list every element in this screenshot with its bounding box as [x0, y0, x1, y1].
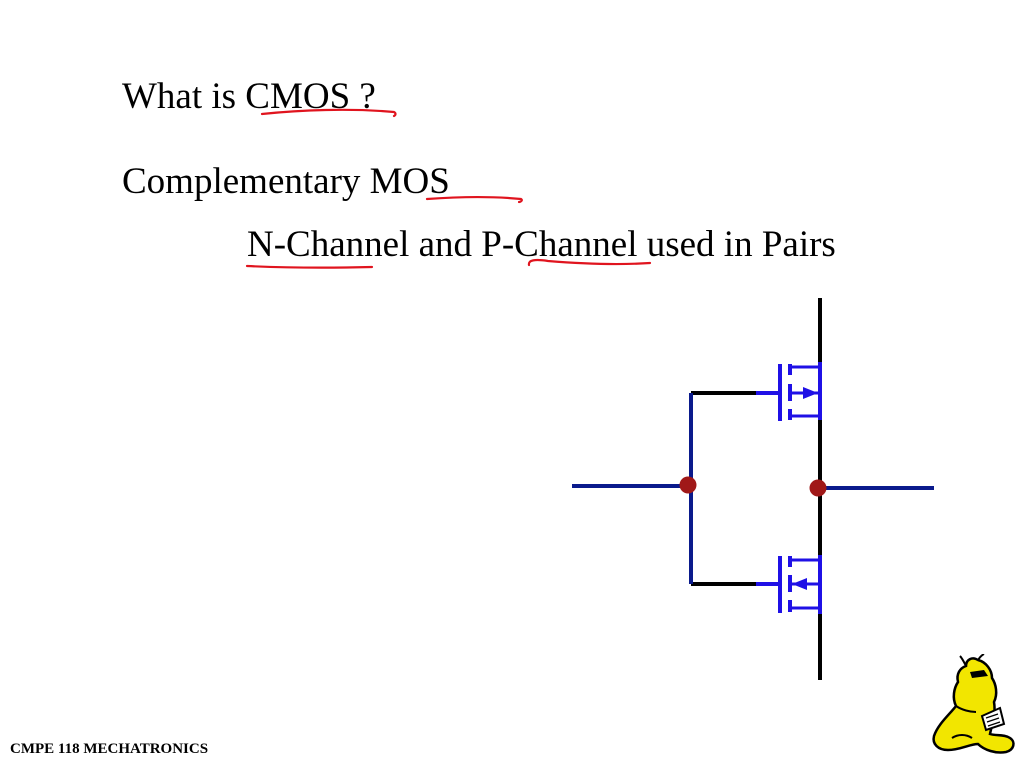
p-channel-transistor: [756, 362, 822, 421]
n-channel-transistor: [756, 555, 822, 614]
banana-slug-icon: [932, 654, 1015, 754]
output-node: [809, 479, 827, 497]
slide-detail: N-Channel and P-Channel used in Pairs: [247, 224, 836, 265]
input-node: [679, 476, 697, 494]
footer-course-label: CMPE 118 MECHATRONICS: [10, 741, 209, 757]
slide-subtitle: Complementary MOS: [122, 161, 450, 202]
